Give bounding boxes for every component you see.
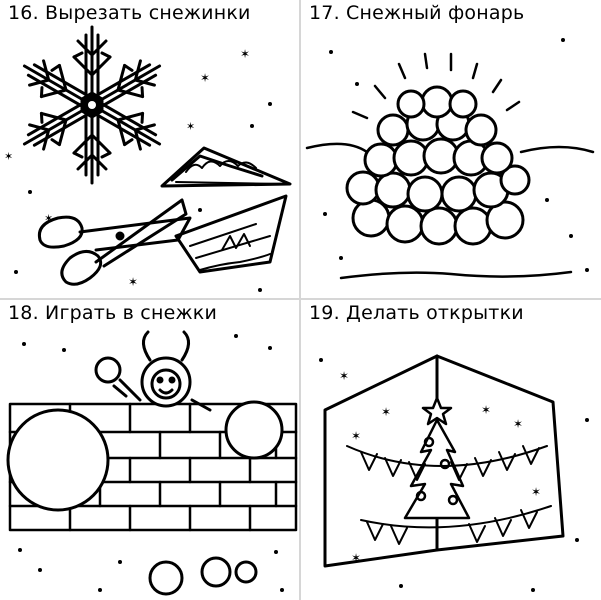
- snow-lantern-illustration: [305, 38, 595, 280]
- svg-text:✶: ✶: [351, 551, 361, 565]
- card-left-panel: [323, 354, 439, 568]
- svg-text:✶: ✶: [200, 71, 210, 85]
- greeting-card-illustration: ✶ ✶ ✶ ✶ ✶ ✶ ✶: [319, 354, 589, 592]
- svg-text:✶: ✶: [381, 405, 391, 419]
- panel-caption: 17. Снежный фонарь: [309, 2, 525, 24]
- svg-text:✶: ✶: [351, 429, 361, 443]
- panel-cut-snowflakes: 16. Вырезать снежинки: [0, 0, 299, 298]
- panel-make-cards: 19. Делать открытки ✶ ✶ ✶ ✶ ✶ ✶ ✶: [301, 300, 601, 600]
- svg-text:✶: ✶: [339, 369, 349, 383]
- panel-snow-lantern: 17. Снежный фонарь: [301, 0, 601, 298]
- folded-paper-icon: [160, 146, 292, 188]
- panel-caption: 19. Делать открытки: [309, 302, 524, 324]
- big-snowball: [6, 408, 110, 512]
- bunting-garland: [346, 445, 552, 545]
- snowball-fight-illustration: [6, 330, 298, 596]
- grid-divider-horizontal: [0, 298, 601, 300]
- svg-text:✶: ✶: [513, 417, 523, 431]
- snowflake-icon: [13, 25, 171, 185]
- child-figure: [94, 330, 212, 412]
- christmas-tree-icon: [403, 396, 471, 520]
- svg-text:✶: ✶: [186, 120, 195, 133]
- snowflake-scissors-illustration: ✶ ✶ ✶ ✶ ✶ ✶: [4, 25, 292, 292]
- svg-text:✶: ✶: [240, 47, 250, 61]
- svg-text:✶: ✶: [128, 275, 138, 289]
- snowball: [224, 400, 284, 460]
- grid-divider-vertical: [299, 0, 301, 600]
- panel-caption: 16. Вырезать снежинки: [8, 2, 251, 24]
- scissors-icon: [37, 198, 192, 286]
- folded-paper-icon: [174, 194, 288, 274]
- glow-rays: [351, 52, 521, 120]
- svg-text:✶: ✶: [531, 485, 541, 499]
- svg-text:✶: ✶: [481, 403, 491, 417]
- snowball-pyramid: [345, 85, 531, 246]
- panel-caption: 18. Играть в снежки: [8, 302, 217, 324]
- svg-text:✶: ✶: [44, 212, 53, 225]
- svg-text:✶: ✶: [4, 150, 13, 163]
- star-dots: ✶ ✶ ✶ ✶ ✶ ✶: [4, 47, 272, 292]
- panel-snowball-fight: 18. Играть в снежки: [0, 300, 299, 600]
